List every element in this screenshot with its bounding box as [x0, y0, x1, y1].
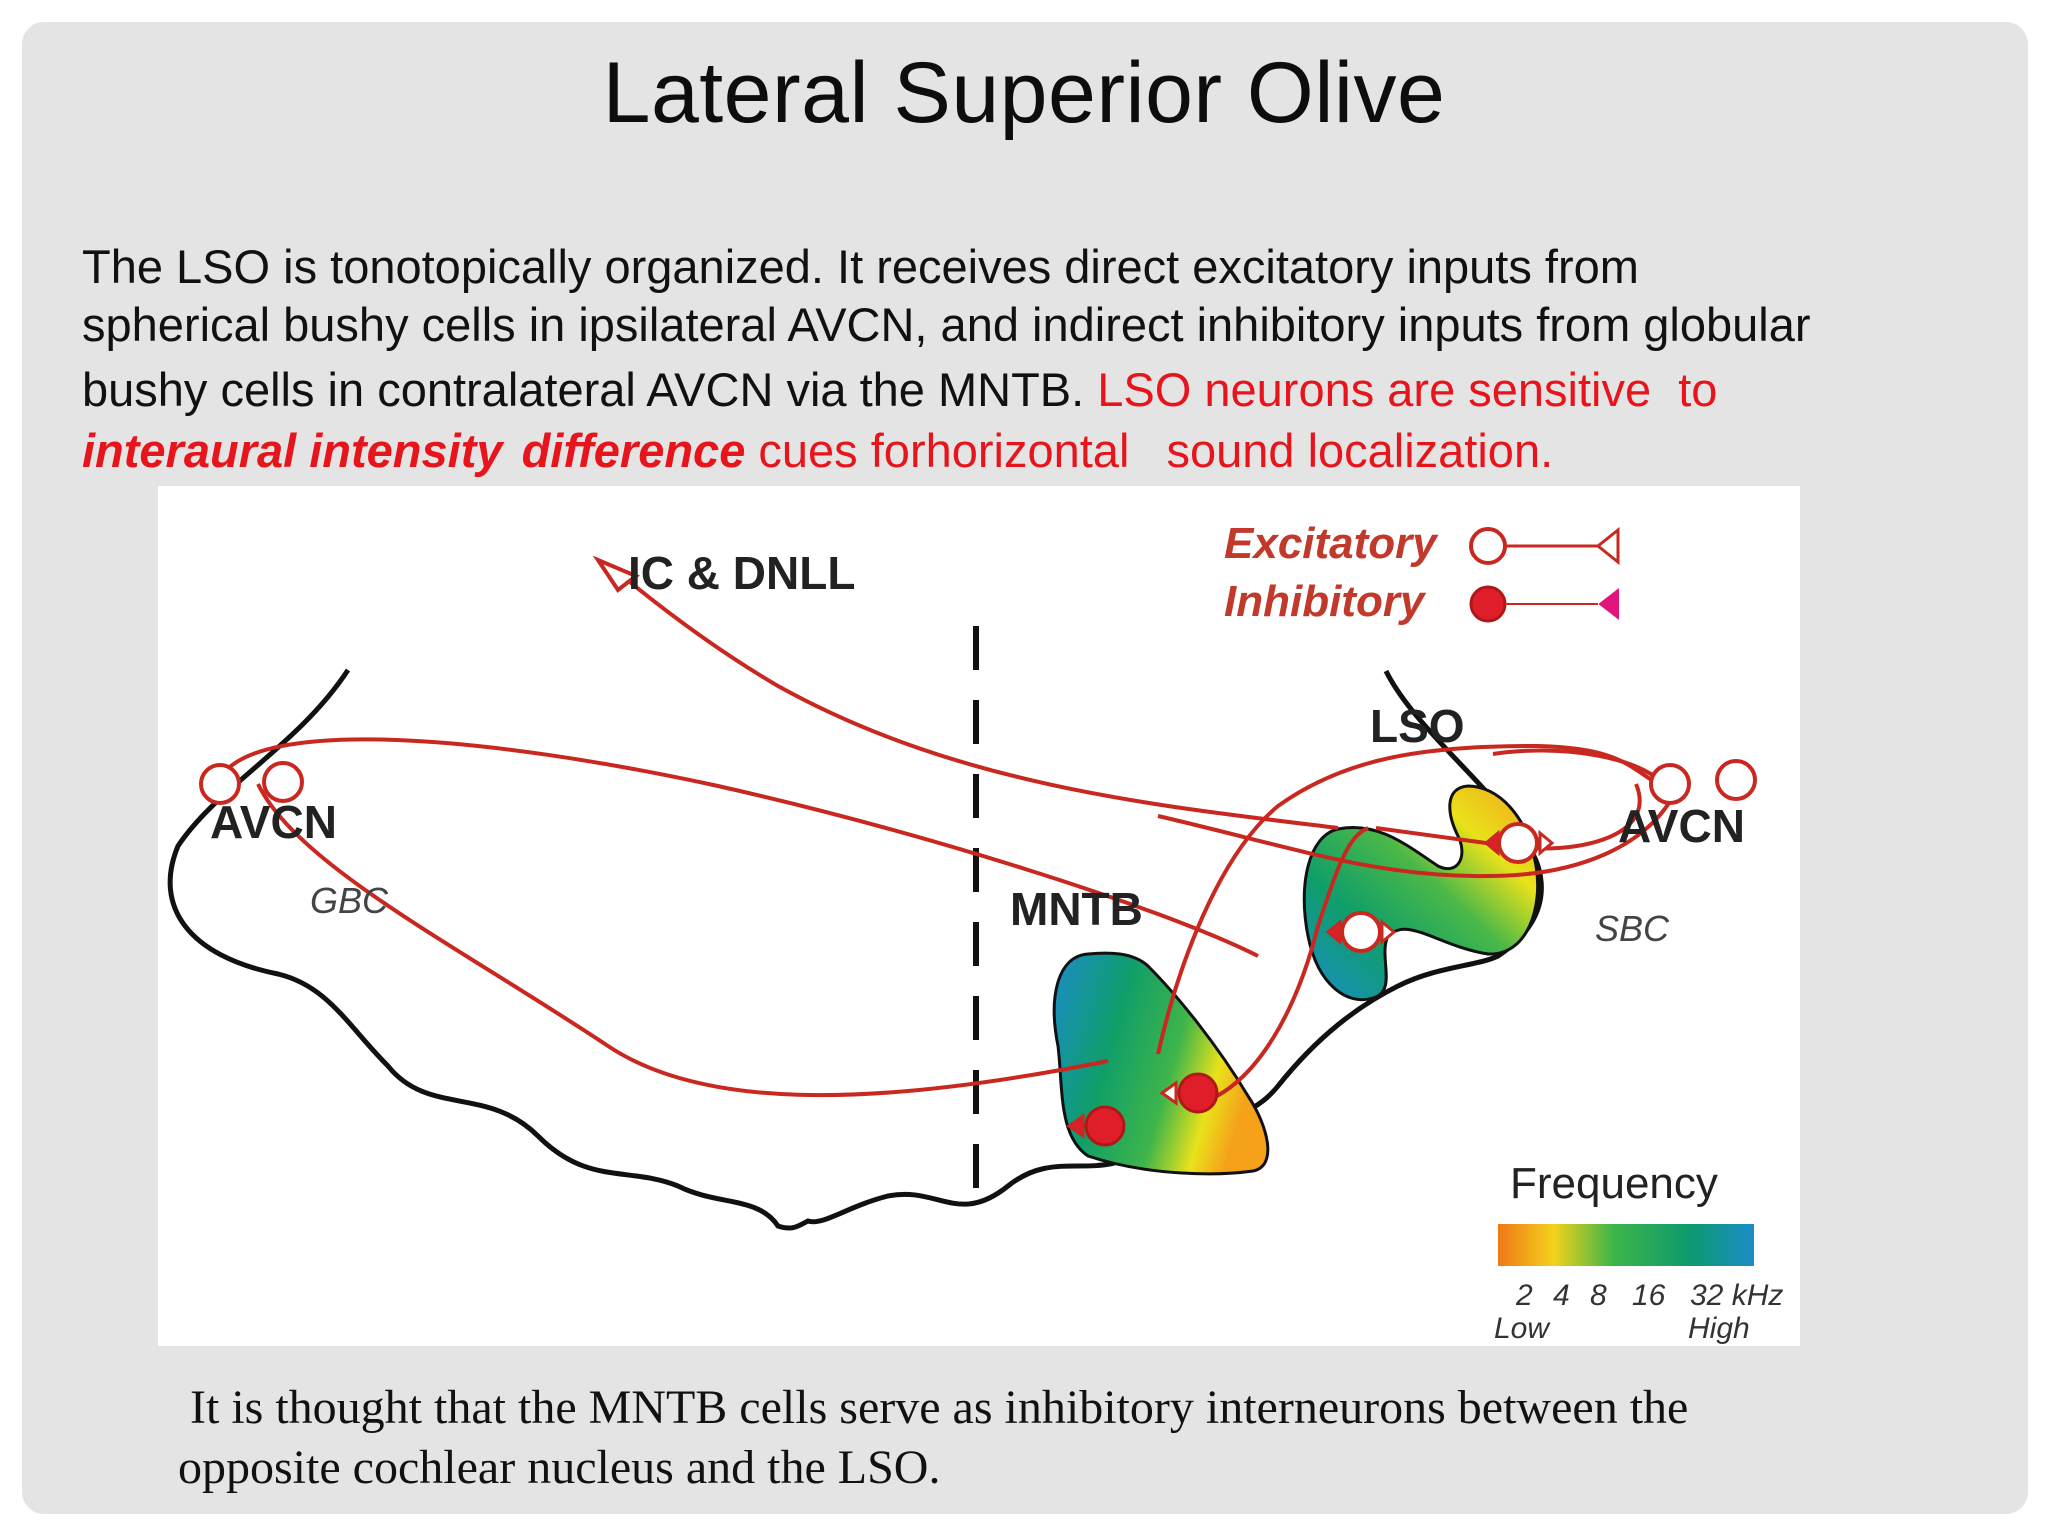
ic-dnll-arrowhead [592, 555, 640, 593]
frequency-title: Frequency [1510, 1159, 1718, 1208]
avcn-right-cell-2 [1715, 759, 1757, 801]
mntb-neuron-2 [1084, 1105, 1126, 1147]
legend-excitatory-terminal [1595, 526, 1620, 566]
label-avcn-right: AVCN [1618, 800, 1745, 852]
label-lso: LSO [1370, 700, 1465, 752]
sbc-cell [1649, 763, 1691, 805]
legend-excitatory-label: Excitatory [1224, 519, 1439, 568]
lso-neuron-1 [1497, 822, 1539, 864]
slide-title: Lateral Superior Olive [602, 45, 1446, 141]
freq-tick-32: 32 kHz [1690, 1279, 1783, 1312]
label-avcn-left: AVCN [210, 796, 337, 848]
freq-tick-16: 16 [1632, 1279, 1666, 1312]
freq-high-label: High [1688, 1312, 1750, 1345]
mntb-synapse-1 [1159, 1080, 1178, 1106]
paragraph-line-3-black: bushy cells in contralateral AVCN via th… [82, 363, 1085, 416]
paragraph-line-2: spherical bushy cells in ipsilateral AVC… [82, 298, 1811, 351]
lso-nucleus [1302, 784, 1540, 1002]
legend-inhibitory-label: Inhibitory [1224, 577, 1427, 626]
mntb-neuron-1 [1177, 1072, 1219, 1114]
avcn-left-cell-1 [199, 763, 241, 805]
paragraph-line-4-bold-a: interaural intensity [82, 424, 503, 477]
mntb-synapse-2 [1066, 1113, 1085, 1139]
paragraph-line-4-red-b: horizontal [925, 424, 1130, 477]
caption-line-2: opposite cochlear nucleus and the LSO. [178, 1441, 941, 1494]
legend-inhibitory-cell [1469, 585, 1507, 623]
lso-synapse-2 [1538, 829, 1555, 857]
lso-synapse-4 [1380, 918, 1397, 946]
paragraph-line-3-red-b: to [1678, 363, 1718, 416]
label-ic-dnll: IC & DNLL [628, 547, 855, 599]
freq-tick-4: 4 [1553, 1279, 1570, 1312]
freq-tick-2: 2 [1515, 1279, 1533, 1312]
frequency-color-bar [1498, 1224, 1754, 1266]
paragraph-line-4-red-c: sound localization. [1166, 424, 1554, 477]
paragraph-line-1: The LSO is tonotopically organized. It r… [82, 240, 1639, 293]
legend-excitatory-cell [1469, 527, 1507, 565]
paragraph-line-3: bushy cells in contralateral AVCN via th… [82, 366, 1717, 413]
paragraph-line-3-red-a: LSO neurons are sensitive [1097, 363, 1652, 416]
label-gbc: GBC [310, 880, 389, 921]
paragraph-line-4: interaural intensity difference cues for… [82, 427, 1553, 474]
freq-low-label: Low [1494, 1312, 1551, 1345]
brainstem-outline [167, 668, 1544, 1231]
lso-neuron-2 [1340, 911, 1382, 953]
legend-inhibitory-terminal [1598, 587, 1619, 621]
paragraph-line-4-bold-b: difference [521, 424, 746, 477]
lso-circuit-diagram: IC & DNLL AVCN MNTB LSO AVCN GBC SBC Exc… [158, 486, 1800, 1346]
lso-synapse-3 [1325, 918, 1342, 946]
diagram-svg: IC & DNLL AVCN MNTB LSO AVCN GBC SBC Exc… [167, 519, 1783, 1345]
paragraph-line-4-red-a: cues for [758, 424, 926, 477]
freq-tick-8: 8 [1590, 1279, 1607, 1312]
label-mntb: MNTB [1010, 883, 1143, 935]
gbc-cell [262, 761, 304, 803]
caption-line-1: It is thought that the MNTB cells serve … [190, 1381, 1689, 1434]
label-sbc: SBC [1595, 908, 1670, 949]
lso-synapse-1 [1483, 829, 1500, 857]
